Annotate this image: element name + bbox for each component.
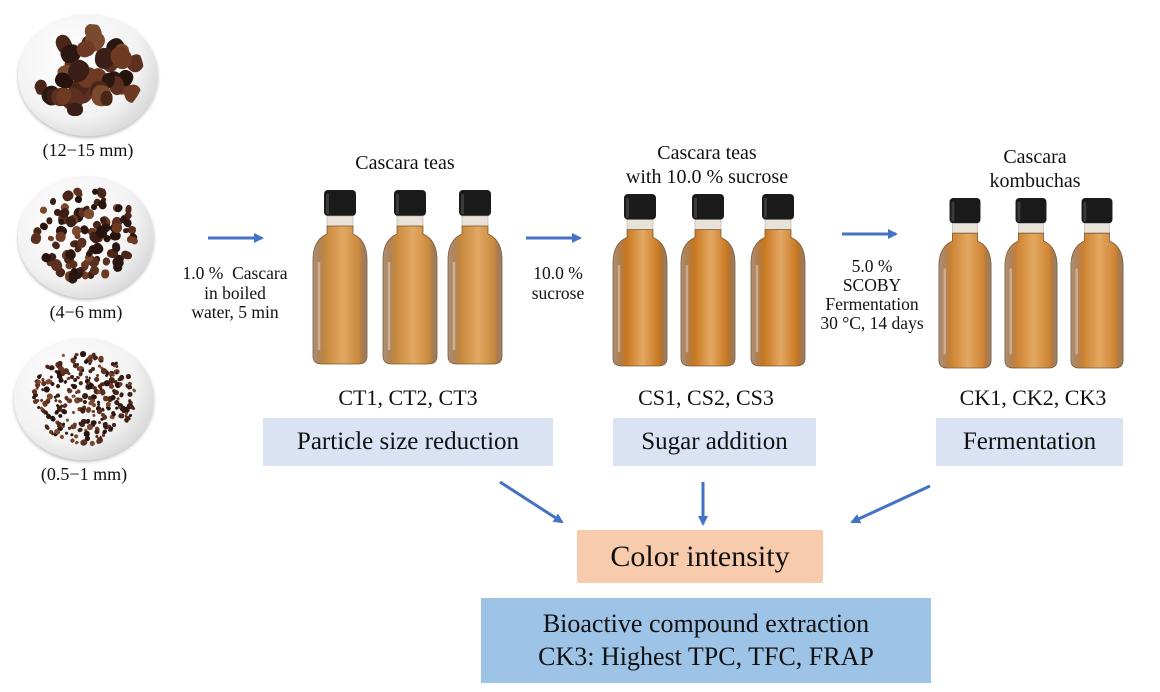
group-codes-ct: CT1, CT2, CT3	[338, 385, 478, 410]
arrow-particle-to-color	[499, 480, 564, 524]
bottle	[680, 194, 736, 367]
process-label-sugar-addition: Sugar addition	[641, 428, 788, 455]
bottle-group-cascara-sucrose	[602, 194, 812, 368]
process-label-fermentation: Fermentation	[962, 428, 1097, 455]
group-codes-ck: CK1, CK2, CK3	[959, 385, 1107, 410]
sample-size-label-large: (12−15 mm)	[42, 140, 134, 160]
bottle-body	[312, 225, 368, 365]
bottle	[938, 198, 992, 369]
color-intensity-label: Color intensity	[610, 539, 790, 573]
process-box-sugar-addition: Sugar addition	[613, 418, 816, 466]
bottle-cap	[692, 194, 724, 220]
sample-size-label-medium: (4−6 mm)	[49, 302, 123, 322]
bottle-body	[1004, 232, 1058, 369]
bottle-cap	[459, 190, 491, 216]
arrow-fermentation-to-color	[850, 484, 931, 524]
group-title-cascara-teas: Cascara teas	[355, 152, 455, 174]
bottle-group-cascara-kombuchas	[928, 198, 1136, 370]
extraction-step-label: 1.0 % Cascara in boiled water, 5 min	[182, 263, 288, 323]
bottle-cap	[1015, 198, 1047, 224]
sample-plate-small-particles	[14, 338, 154, 460]
bottle-body	[447, 225, 503, 365]
bottle-cap	[624, 194, 656, 220]
bottle	[750, 194, 806, 367]
cascara-particle	[101, 433, 105, 438]
sample-size-label-small: (0.5−1 mm)	[40, 464, 128, 484]
process-box-particle-size: Particle size reduction	[263, 418, 553, 466]
bottle	[382, 190, 438, 365]
bottle	[1070, 198, 1124, 369]
bottle-cap	[762, 194, 794, 220]
group-codes-cs: CS1, CS2, CS3	[638, 385, 774, 410]
sugar-step-label: 10.0 % sucrose	[531, 263, 585, 303]
cascara-particle	[89, 398, 96, 403]
cascara-large-particles	[32, 24, 144, 122]
bottle	[612, 194, 668, 367]
bottle-body	[382, 225, 438, 365]
bottle-cap	[324, 190, 356, 216]
bottle-body	[938, 232, 992, 369]
bottle-cap	[949, 198, 981, 224]
process-box-fermentation: Fermentation	[936, 418, 1123, 466]
bottle	[312, 190, 368, 365]
sample-plate-large-particles	[18, 14, 158, 136]
cascara-medium-particles	[30, 186, 142, 286]
sample-plate-medium-particles	[18, 176, 154, 298]
bioactive-extraction-line1: Bioactive compound extraction	[542, 609, 870, 638]
bottle-body	[750, 229, 806, 367]
color-intensity-box: Color intensity	[577, 530, 823, 583]
bioactive-extraction-line2: CK3: Highest TPC, TFC, FRAP	[538, 641, 874, 671]
bottle-body	[612, 229, 668, 367]
bottle-cap	[394, 190, 426, 216]
cascara-small-particles	[28, 348, 140, 448]
cascara-particle	[97, 390, 102, 395]
group-title-cascara-kombuchas: Cascara kombuchas	[989, 146, 1081, 192]
group-title-cascara-sucrose: Cascara teas with 10.0 % sucrose	[625, 142, 789, 188]
bioactive-extraction-box: Bioactive compound extraction CK3: Highe…	[481, 598, 931, 683]
bottle	[447, 190, 503, 365]
cascara-particle	[32, 395, 36, 400]
bottle-body	[1070, 232, 1124, 369]
bottle-body	[680, 229, 736, 367]
cascara-particle	[67, 103, 83, 117]
bottle	[1004, 198, 1058, 369]
bottle-cap	[1081, 198, 1113, 224]
bottle-group-cascara-teas	[300, 190, 510, 366]
process-label-particle-size: Particle size reduction	[296, 428, 520, 455]
scoby-step-label: 5.0 % SCOBY Fermentation 30 °C, 14 days	[820, 256, 924, 333]
